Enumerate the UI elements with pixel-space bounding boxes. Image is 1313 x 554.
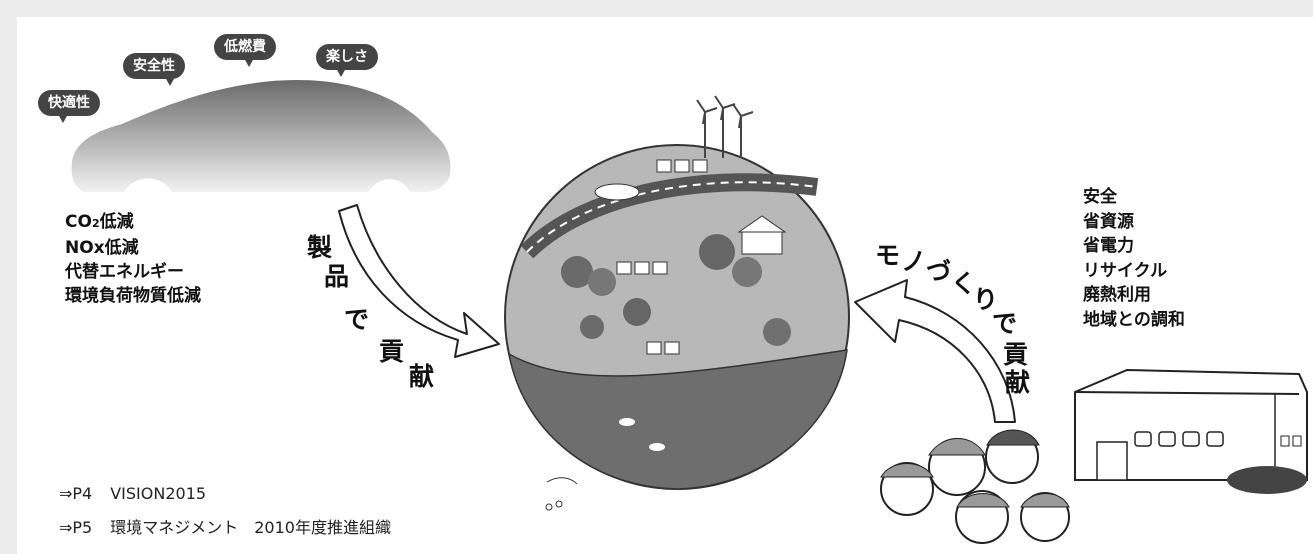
alternative-energy: 代替エネルギー <box>65 262 184 282</box>
factory-illustration <box>1074 368 1308 494</box>
reference-vision2015: ⇒P4 VISION2015 <box>59 484 206 503</box>
bubble-fuel-economy: 低燃費 <box>214 34 276 67</box>
arrow-label-char: づ <box>926 257 952 286</box>
diagram-panel: 快適性 安全性 低燃費 楽しさ CO2低減 NOx低減 代替エネルギー 環境負荷… <box>17 17 1313 554</box>
arrow-label-char: 献 <box>1005 368 1031 397</box>
reference-text: VISION2015 <box>110 484 207 503</box>
benefit-waste-heat: 廃熱利用 <box>1083 285 1151 305</box>
reference-arrow: ⇒P4 <box>59 484 93 503</box>
car-silhouette <box>71 80 451 192</box>
car-benefits-list: CO2低減 NOx低減 代替エネルギー 環境負荷物質低減 <box>65 210 201 308</box>
reference-text: 環境マネジメント 2010年度推進組織 <box>110 518 391 537</box>
product-contribution-arrow <box>338 204 500 358</box>
workers-illustration <box>880 429 1070 544</box>
env-load-reduction: 環境負荷物質低減 <box>65 286 201 306</box>
manufacturing-contribution-arrow <box>854 279 1016 423</box>
arrow-label-char: く <box>951 269 977 298</box>
reference-arrow: ⇒P5 <box>59 518 93 537</box>
benefit-safety: 安全 <box>1083 187 1117 207</box>
arrow-label-char: 品 <box>324 262 350 291</box>
benefit-recycling: リサイクル <box>1083 260 1168 281</box>
bubble-comfort: 快適性 <box>38 90 100 123</box>
bubble-fun: 楽しさ <box>316 44 378 77</box>
arrow-label-char: ノ <box>901 247 927 276</box>
arrow-label-char: で <box>344 305 370 334</box>
co2-reduction: CO2低減 <box>65 212 134 232</box>
arrow-label-char: 献 <box>409 362 435 391</box>
benefit-power-saving: 省電力 <box>1083 236 1134 256</box>
bubble-safety: 安全性 <box>123 53 185 86</box>
arrow-label-char: モ <box>875 241 901 270</box>
benefit-community-harmony: 地域との調和 <box>1083 309 1185 330</box>
arrow-label-char: り <box>973 285 999 314</box>
factory-benefits-list: 安全 省資源 省電力 リサイクル 廃熱利用 地域との調和 <box>1083 185 1185 332</box>
benefit-resource-saving: 省資源 <box>1083 211 1134 232</box>
reference-env-management: ⇒P5 環境マネジメント 2010年度推進組織 <box>59 514 391 538</box>
arrow-label-char: で <box>992 309 1018 338</box>
arrow-label-char: 貢 <box>1003 340 1029 369</box>
nox-reduction: NOx低減 <box>65 238 139 258</box>
globe-illustration <box>504 95 850 511</box>
arrow-label-char: 製 <box>307 233 333 262</box>
arrow-label-char: 貢 <box>379 337 405 366</box>
